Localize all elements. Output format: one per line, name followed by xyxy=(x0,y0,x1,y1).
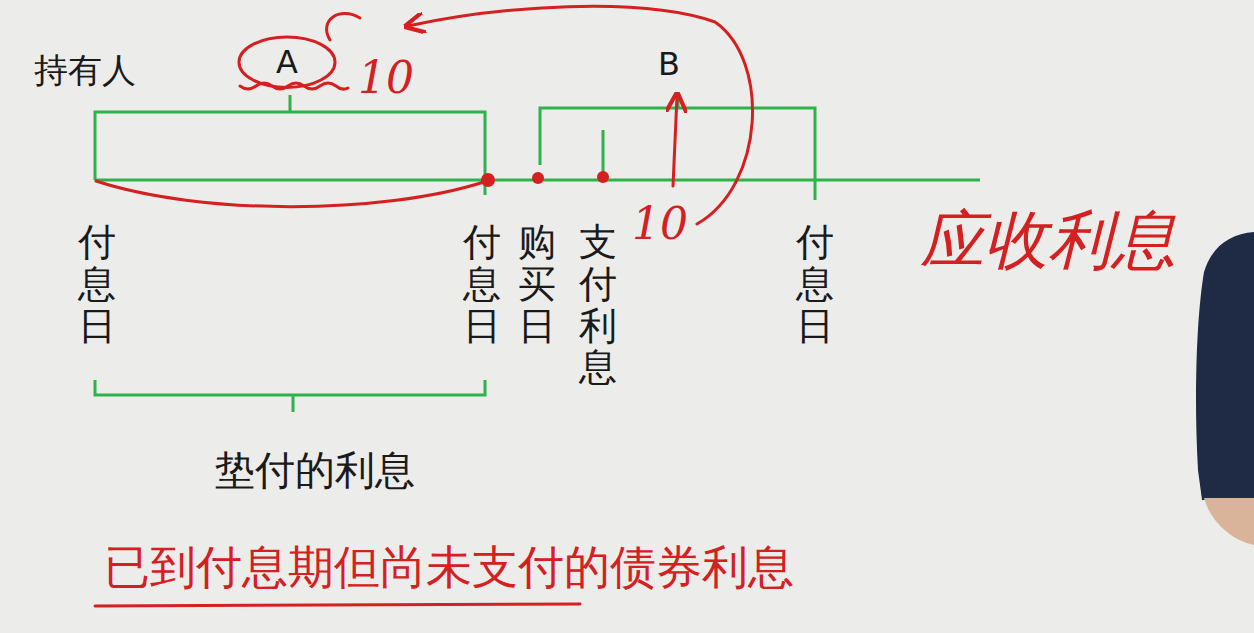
event-label: 支付利息 xyxy=(579,222,617,389)
amount-note: 10 xyxy=(632,198,688,251)
party-label: B xyxy=(658,45,680,83)
account-note: 应收利息 xyxy=(920,202,1176,279)
presenter-figure xyxy=(1196,232,1254,500)
timeline-lines xyxy=(95,92,980,412)
circled-party: A xyxy=(237,35,337,89)
caption: 已到付息期但尚未支付的债券利息 xyxy=(104,540,794,595)
role-label: 持有人 xyxy=(34,50,136,91)
date-label: 付息日 xyxy=(463,222,501,347)
node-label: A xyxy=(276,43,298,81)
date-label: 付息日 xyxy=(78,222,116,347)
date-label: 购买日 xyxy=(518,222,556,347)
amount-note: 10 xyxy=(358,52,414,105)
date-dots xyxy=(481,171,609,187)
red-annotations xyxy=(95,6,753,606)
presenter-hand xyxy=(1204,498,1254,545)
date-label: 付息日 xyxy=(796,222,834,347)
ellipse-outline xyxy=(239,37,335,87)
bracket-label: 垫付的利息 xyxy=(215,446,415,494)
